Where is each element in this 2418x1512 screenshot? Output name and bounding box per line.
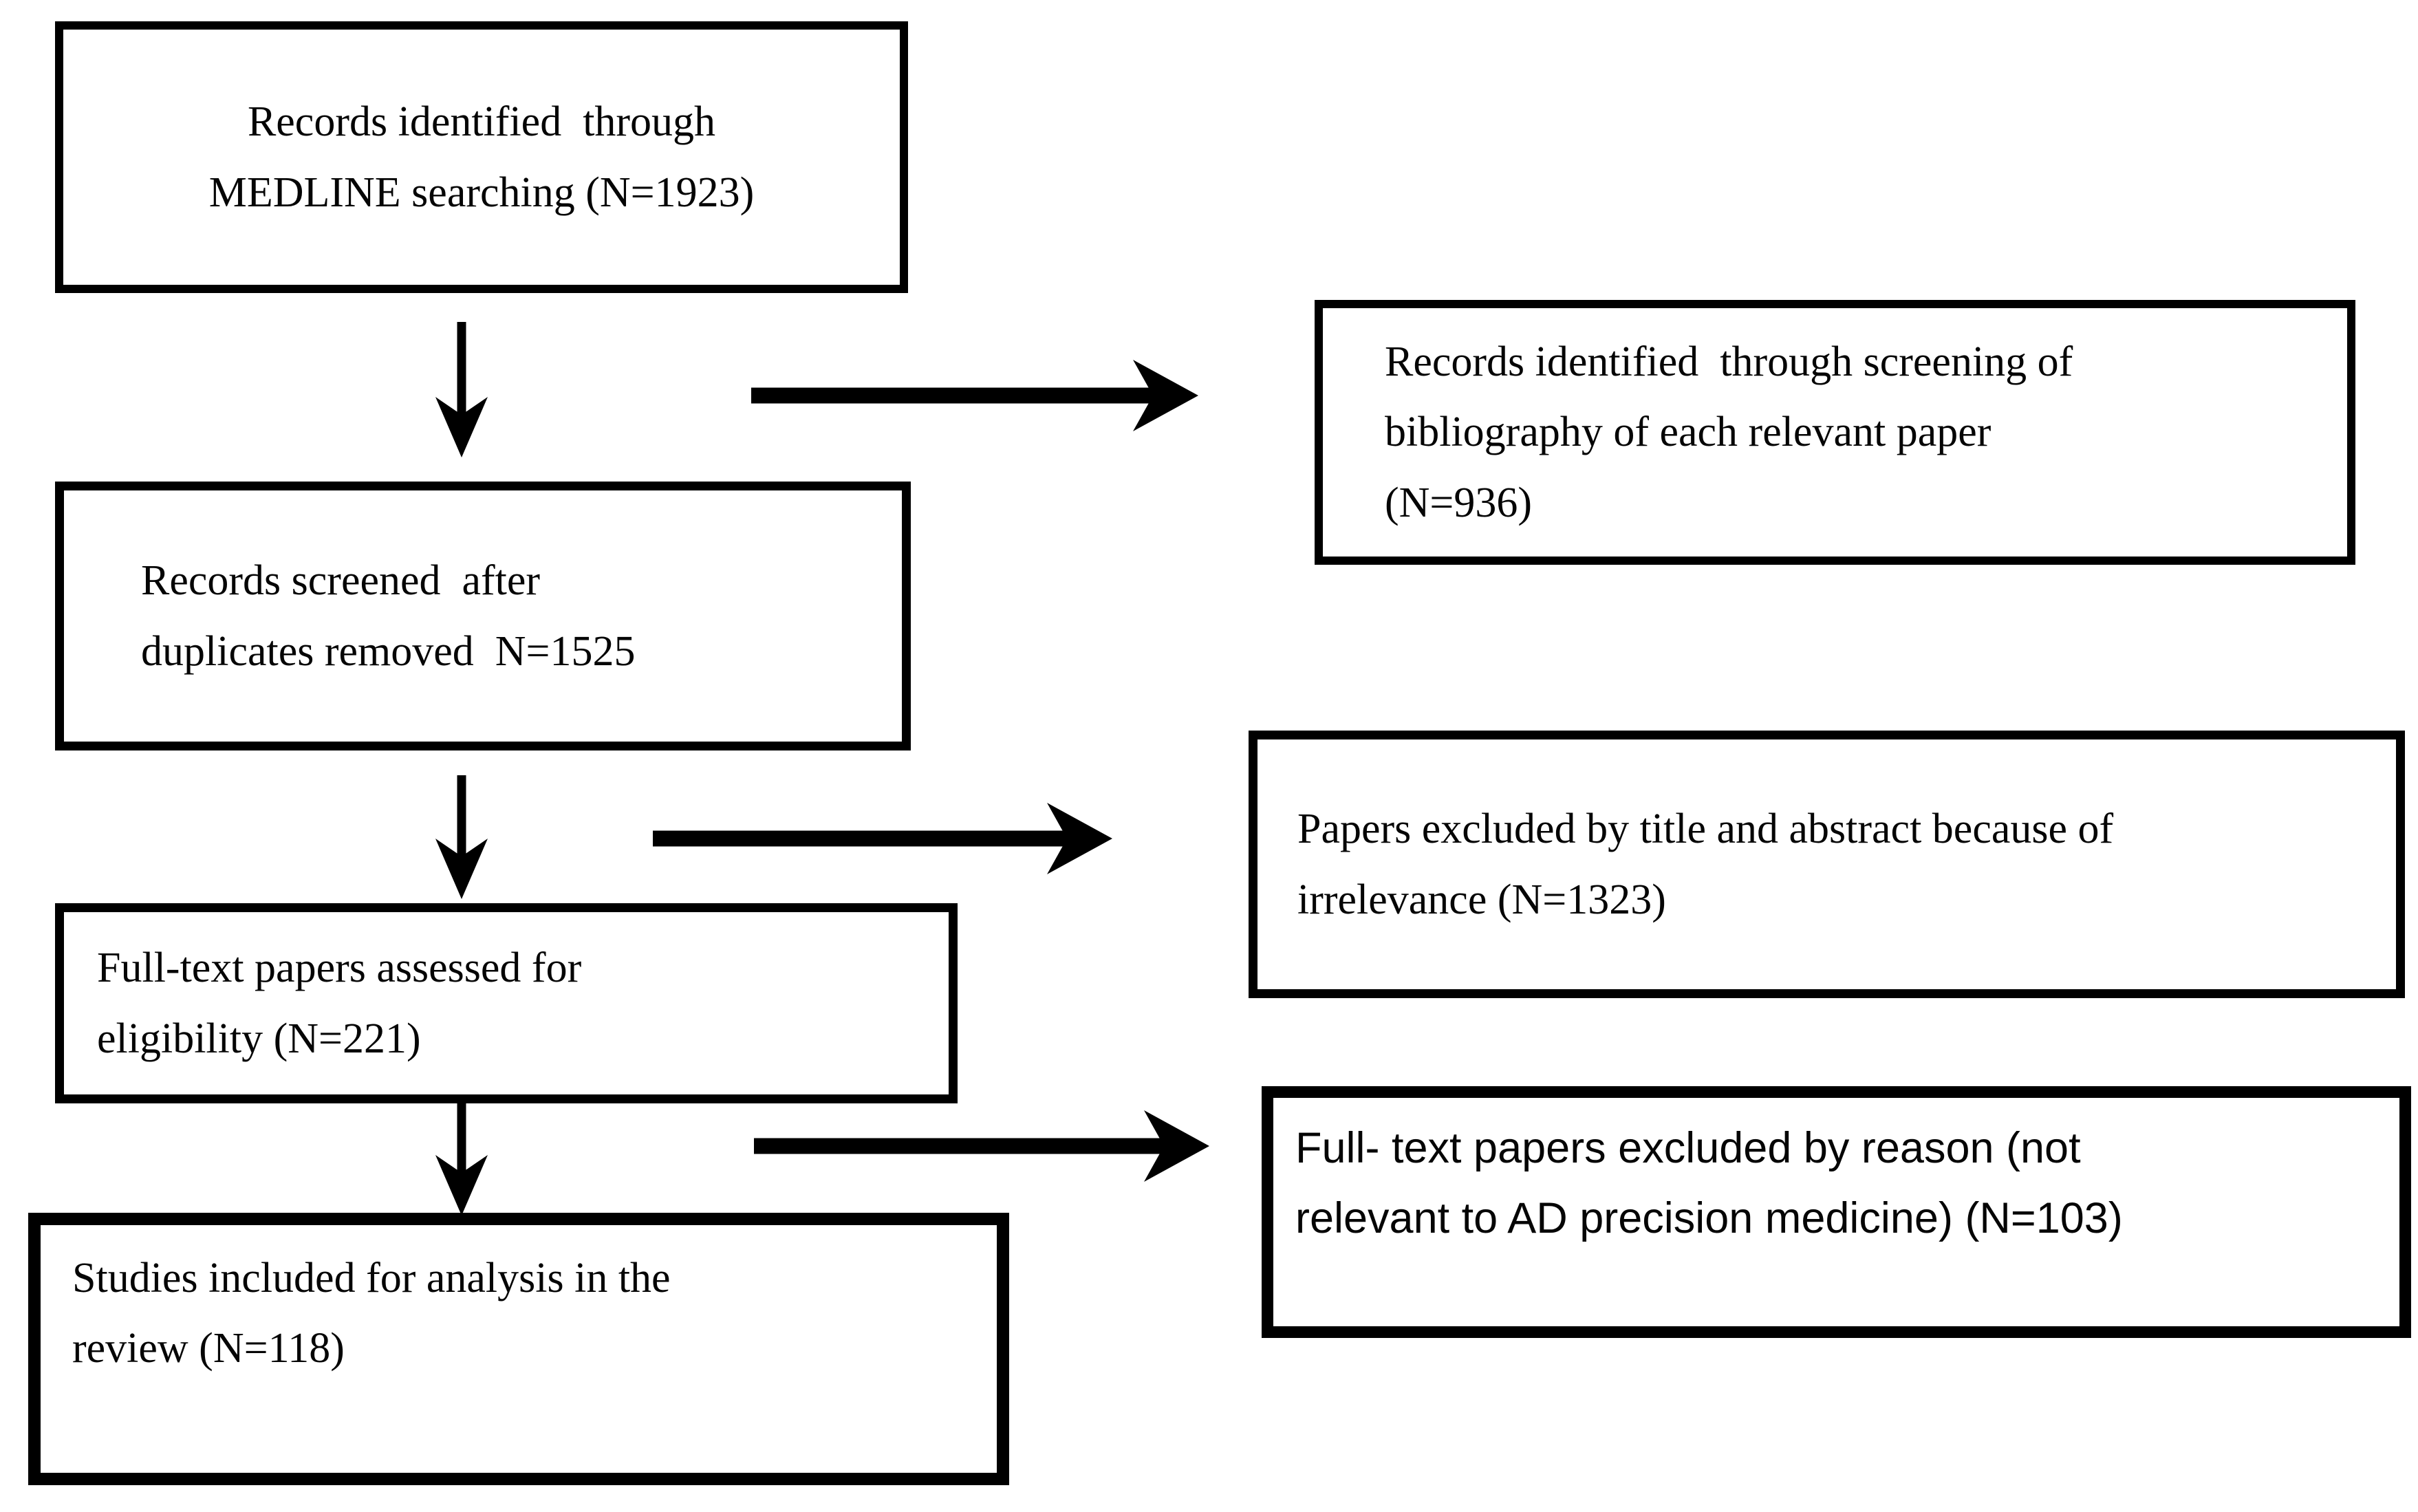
box-studies-included-line: review (N=118) [72, 1325, 345, 1372]
box-fulltext-assessed-line: Full-text papers assessed for [97, 944, 582, 992]
box-fulltext-excluded: Full- text papers excluded by reason (no… [1262, 1086, 2411, 1338]
box-fulltext-excluded-line: Full- text papers excluded by reason (no… [1295, 1124, 2081, 1172]
box-fulltext-excluded-line: relevant to AD precision medicine) (N=10… [1295, 1194, 2123, 1243]
box-records-screened: Records screened after duplicates remove… [55, 482, 911, 750]
box-records-identified-bibliography-line: bibliography of each relevant paper [1385, 409, 1991, 456]
box-records-screened-line: duplicates removed N=1525 [141, 627, 636, 675]
box-papers-excluded-title-abstract: Papers excluded by title and abstract be… [1249, 731, 2405, 998]
box-fulltext-assessed: Full-text papers assessed for eligibilit… [55, 903, 958, 1103]
box-records-identified-bibliography: Records identified through screening of … [1315, 300, 2355, 565]
box-records-identified-medline-line: MEDLINE searching (N=1923) [208, 169, 755, 216]
box-fulltext-assessed-line: eligibility (N=221) [97, 1015, 421, 1062]
arrow-fulltext-to-included [435, 1088, 488, 1216]
arrow-medline-to-screened [435, 322, 488, 457]
arrow-screened-to-fulltext [435, 775, 488, 899]
box-records-screened-line: Records screened after [141, 557, 541, 605]
box-records-identified-bibliography-line: Records identified through screening of [1385, 338, 2073, 386]
box-studies-included-line: Studies included for analysis in the [72, 1255, 671, 1302]
box-studies-included: Studies included for analysis in the rev… [28, 1213, 1009, 1485]
arrow-to-biblio [751, 360, 1198, 431]
box-papers-excluded-title-abstract-line: irrelevance (N=1323) [1297, 876, 1666, 923]
arrow-to-excluded-fulltext [754, 1110, 1209, 1182]
arrow-to-excluded-title [653, 803, 1112, 874]
box-records-identified-medline-line: Records identified through [247, 98, 716, 146]
box-papers-excluded-title-abstract-line: Papers excluded by title and abstract be… [1297, 806, 2114, 853]
box-records-identified-bibliography-line: (N=936) [1385, 479, 1533, 526]
box-records-identified-medline: Records identified through MEDLINE searc… [55, 21, 908, 293]
